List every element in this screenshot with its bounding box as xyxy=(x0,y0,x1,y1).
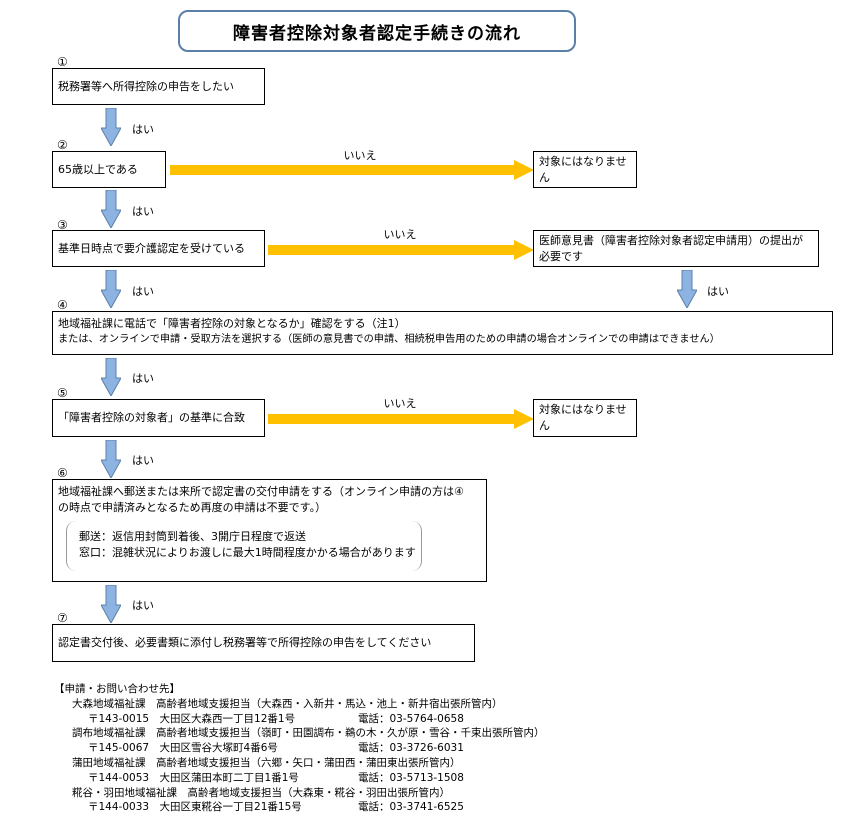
down-arrow-icon xyxy=(101,270,121,308)
step-number: ⑤ xyxy=(57,386,68,400)
yes-label: はい xyxy=(132,372,154,385)
office-address: 〒143-0015 大田区大森西一丁目12番1号 xyxy=(88,712,296,725)
no-label: いいえ xyxy=(383,228,417,241)
office-name: 調布地域福祉課 高齢者地域支援担当（嶺町・田園調布・鵜の木・久が原・雪谷・千束出… xyxy=(72,727,545,740)
step-1-box: 税務署等へ所得控除の申告をしたい xyxy=(52,68,265,105)
step-3-box: 基準日時点で要介護認定を受けている xyxy=(52,230,265,267)
step-1-text: 税務署等へ所得控除の申告をしたい xyxy=(58,79,234,93)
note-line: 窓口：混雑状況によりお渡しに最大1時間程度かかる場合があります xyxy=(79,546,416,559)
office-name: 糀谷・羽田地域福祉課 高齢者地域支援担当（大森東・糀谷・羽田出張所管内） xyxy=(72,786,450,799)
no-label: いいえ xyxy=(343,149,377,162)
step-number: ④ xyxy=(57,298,68,312)
outcome-not-eligible-text: 対象にはなりません xyxy=(539,403,627,432)
contact-heading: 【申請・お問い合わせ先】 xyxy=(54,683,180,695)
yes-label: はい xyxy=(132,205,154,218)
yes-label: はい xyxy=(132,285,154,298)
step-number: ⑥ xyxy=(57,466,68,480)
step-4-line: 地域福祉課に電話で「障害者控除の対象となるか」確認をする（注1） xyxy=(58,317,406,330)
office-name: 大森地域福祉課 高齢者地域支援担当（大森西・入新井・馬込・池上・新井宿出張所管内… xyxy=(72,697,503,710)
down-arrow-icon xyxy=(101,190,121,228)
yes-label: はい xyxy=(132,123,154,136)
office-address: 〒145-0067 大田区雪谷大塚町4番6号 xyxy=(88,742,278,755)
outcome-not-eligible-box: 対象にはなりません xyxy=(533,151,637,188)
step-7-box: 認定書交付後、必要書類に添付し税務署等で所得控除の申告をしてください xyxy=(52,624,475,662)
step-4-box: 地域福祉課に電話で「障害者控除の対象となるか」確認をする（注1） または、オンラ… xyxy=(52,311,833,355)
step-6-line: 地域福祉課へ郵送または来所で認定書の交付申請をする（オンライン申請の方は④ xyxy=(58,485,464,498)
office-phone: 電話：03-5713-1508 xyxy=(358,771,464,784)
step-number: ① xyxy=(57,55,68,69)
step-5-box: 「障害者控除の対象者」の基準に合致 xyxy=(52,399,265,437)
down-arrow-icon xyxy=(101,440,121,478)
outcome-doctor-line: 必要です xyxy=(539,250,583,263)
right-arrow-icon xyxy=(268,240,534,260)
outcome-doctor-box: 医師意見書（障害者控除対象者認定申請用）の提出が 必要です xyxy=(533,230,819,267)
step-number: ② xyxy=(57,138,68,152)
step-number: ⑦ xyxy=(57,611,68,625)
down-arrow-icon xyxy=(101,108,121,146)
outcome-not-eligible-text: 対象にはなりません xyxy=(539,154,627,184)
outcome-not-eligible-box: 対象にはなりません xyxy=(533,399,637,437)
note-line: 郵送：返信用封筒到着後、3開庁日程度で返送 xyxy=(79,530,306,543)
page-title: 障害者控除対象者認定手続きの流れ xyxy=(178,10,576,52)
step-5-text: 「障害者控除の対象者」の基準に合致 xyxy=(58,411,245,424)
office-address: 〒144-0053 大田区蒲田本町二丁目1番1号 xyxy=(88,771,299,784)
step-3-text: 基準日時点で要介護認定を受けている xyxy=(58,241,245,255)
step-number: ③ xyxy=(57,218,68,232)
step-4-line: または、オンラインで申請・受取方法を選択する（医師の意見書での申請、相続税申告用… xyxy=(58,334,720,345)
step-2-box: 65歳以上である xyxy=(52,151,166,188)
step-2-text: 65歳以上である xyxy=(58,162,138,176)
office-phone: 電話：03-3726-6031 xyxy=(358,742,464,755)
yes-label: はい xyxy=(132,599,154,612)
office-phone: 電話：03-5764-0658 xyxy=(358,712,464,725)
down-arrow-icon xyxy=(677,270,697,308)
right-arrow-icon xyxy=(170,160,534,180)
yes-label: はい xyxy=(707,285,729,298)
step-6-line: の時点で申請済みとなるため再度の申請は不要です。） xyxy=(58,501,327,514)
office-name: 蒲田地域福祉課 高齢者地域支援担当（六郷・矢口・蒲田西・蒲田東出張所管内） xyxy=(72,756,461,769)
right-arrow-icon xyxy=(268,409,534,429)
step-7-text: 認定書交付後、必要書類に添付し税務署等で所得控除の申告をしてください xyxy=(58,636,432,649)
down-arrow-icon xyxy=(101,358,121,396)
down-arrow-icon xyxy=(101,585,121,623)
outcome-doctor-line: 医師意見書（障害者控除対象者認定申請用）の提出が xyxy=(539,234,803,247)
office-phone: 電話：03-3741-6525 xyxy=(358,801,464,814)
office-address: 〒144-0033 大田区東糀谷一丁目21番15号 xyxy=(88,801,302,814)
yes-label: はい xyxy=(132,454,154,467)
no-label: いいえ xyxy=(383,397,417,410)
delivery-note: 郵送：返信用封筒到着後、3開庁日程度で返送 窓口：混雑状況によりお渡しに最大1時… xyxy=(66,521,422,571)
